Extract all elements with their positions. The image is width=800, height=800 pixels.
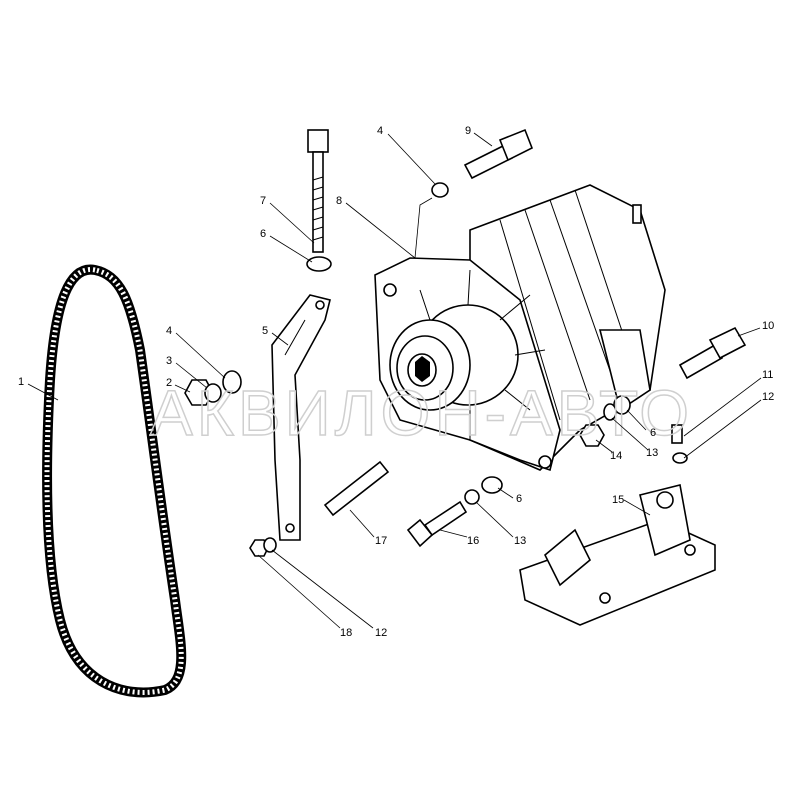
washer-4-left bbox=[222, 370, 242, 394]
callout-1: 1 bbox=[18, 376, 24, 388]
callout-10: 10 bbox=[762, 320, 774, 332]
bolt-11 bbox=[671, 424, 683, 444]
callout-8: 8 bbox=[336, 195, 342, 207]
callout-12-bottom: 12 bbox=[375, 627, 387, 639]
callout-3: 3 bbox=[166, 355, 172, 367]
nut-14 bbox=[579, 424, 605, 447]
washer-12-right bbox=[672, 452, 688, 464]
callout-13-right: 13 bbox=[646, 447, 658, 459]
callout-9: 9 bbox=[465, 125, 471, 137]
callout-6-right: 6 bbox=[650, 427, 656, 439]
washer-4-top bbox=[431, 182, 449, 198]
callout-6-mid: 6 bbox=[516, 493, 522, 505]
leader-lines bbox=[27, 132, 762, 629]
bolt-10 bbox=[678, 326, 747, 380]
lock-washer-13-right bbox=[603, 403, 617, 421]
long-bolt bbox=[307, 129, 329, 253]
callout-17: 17 bbox=[375, 535, 387, 547]
callout-labels: 1 2 3 4 4 5 6 6 6 7 8 9 10 11 12 12 13 1… bbox=[18, 125, 774, 639]
callout-12-right: 12 bbox=[762, 391, 774, 403]
drive-belt bbox=[42, 264, 187, 698]
stud-17 bbox=[323, 460, 390, 517]
washer-6-top bbox=[306, 256, 332, 272]
callout-13-mid: 13 bbox=[514, 535, 526, 547]
pivot-bolt bbox=[463, 128, 534, 180]
washer-6-mid bbox=[481, 476, 503, 494]
washer-12-left bbox=[263, 537, 277, 553]
callout-15: 15 bbox=[612, 494, 624, 506]
callout-16: 16 bbox=[467, 535, 479, 547]
callout-5: 5 bbox=[262, 325, 268, 337]
callout-14: 14 bbox=[610, 450, 622, 462]
bolt-16 bbox=[406, 500, 468, 548]
lock-washer-3 bbox=[204, 383, 222, 403]
callout-6-top: 6 bbox=[260, 228, 266, 240]
mounting-bracket bbox=[519, 484, 716, 626]
callout-4-top: 4 bbox=[377, 125, 383, 137]
callout-7: 7 bbox=[260, 195, 266, 207]
lock-washer-13-mid bbox=[464, 489, 480, 505]
watermark: АКВИЛОН-АВТО bbox=[150, 377, 693, 449]
callout-11: 11 bbox=[762, 369, 773, 381]
callout-2: 2 bbox=[166, 377, 172, 389]
callout-4-left: 4 bbox=[166, 325, 172, 337]
callout-18: 18 bbox=[340, 627, 352, 639]
tension-bracket bbox=[271, 294, 331, 541]
